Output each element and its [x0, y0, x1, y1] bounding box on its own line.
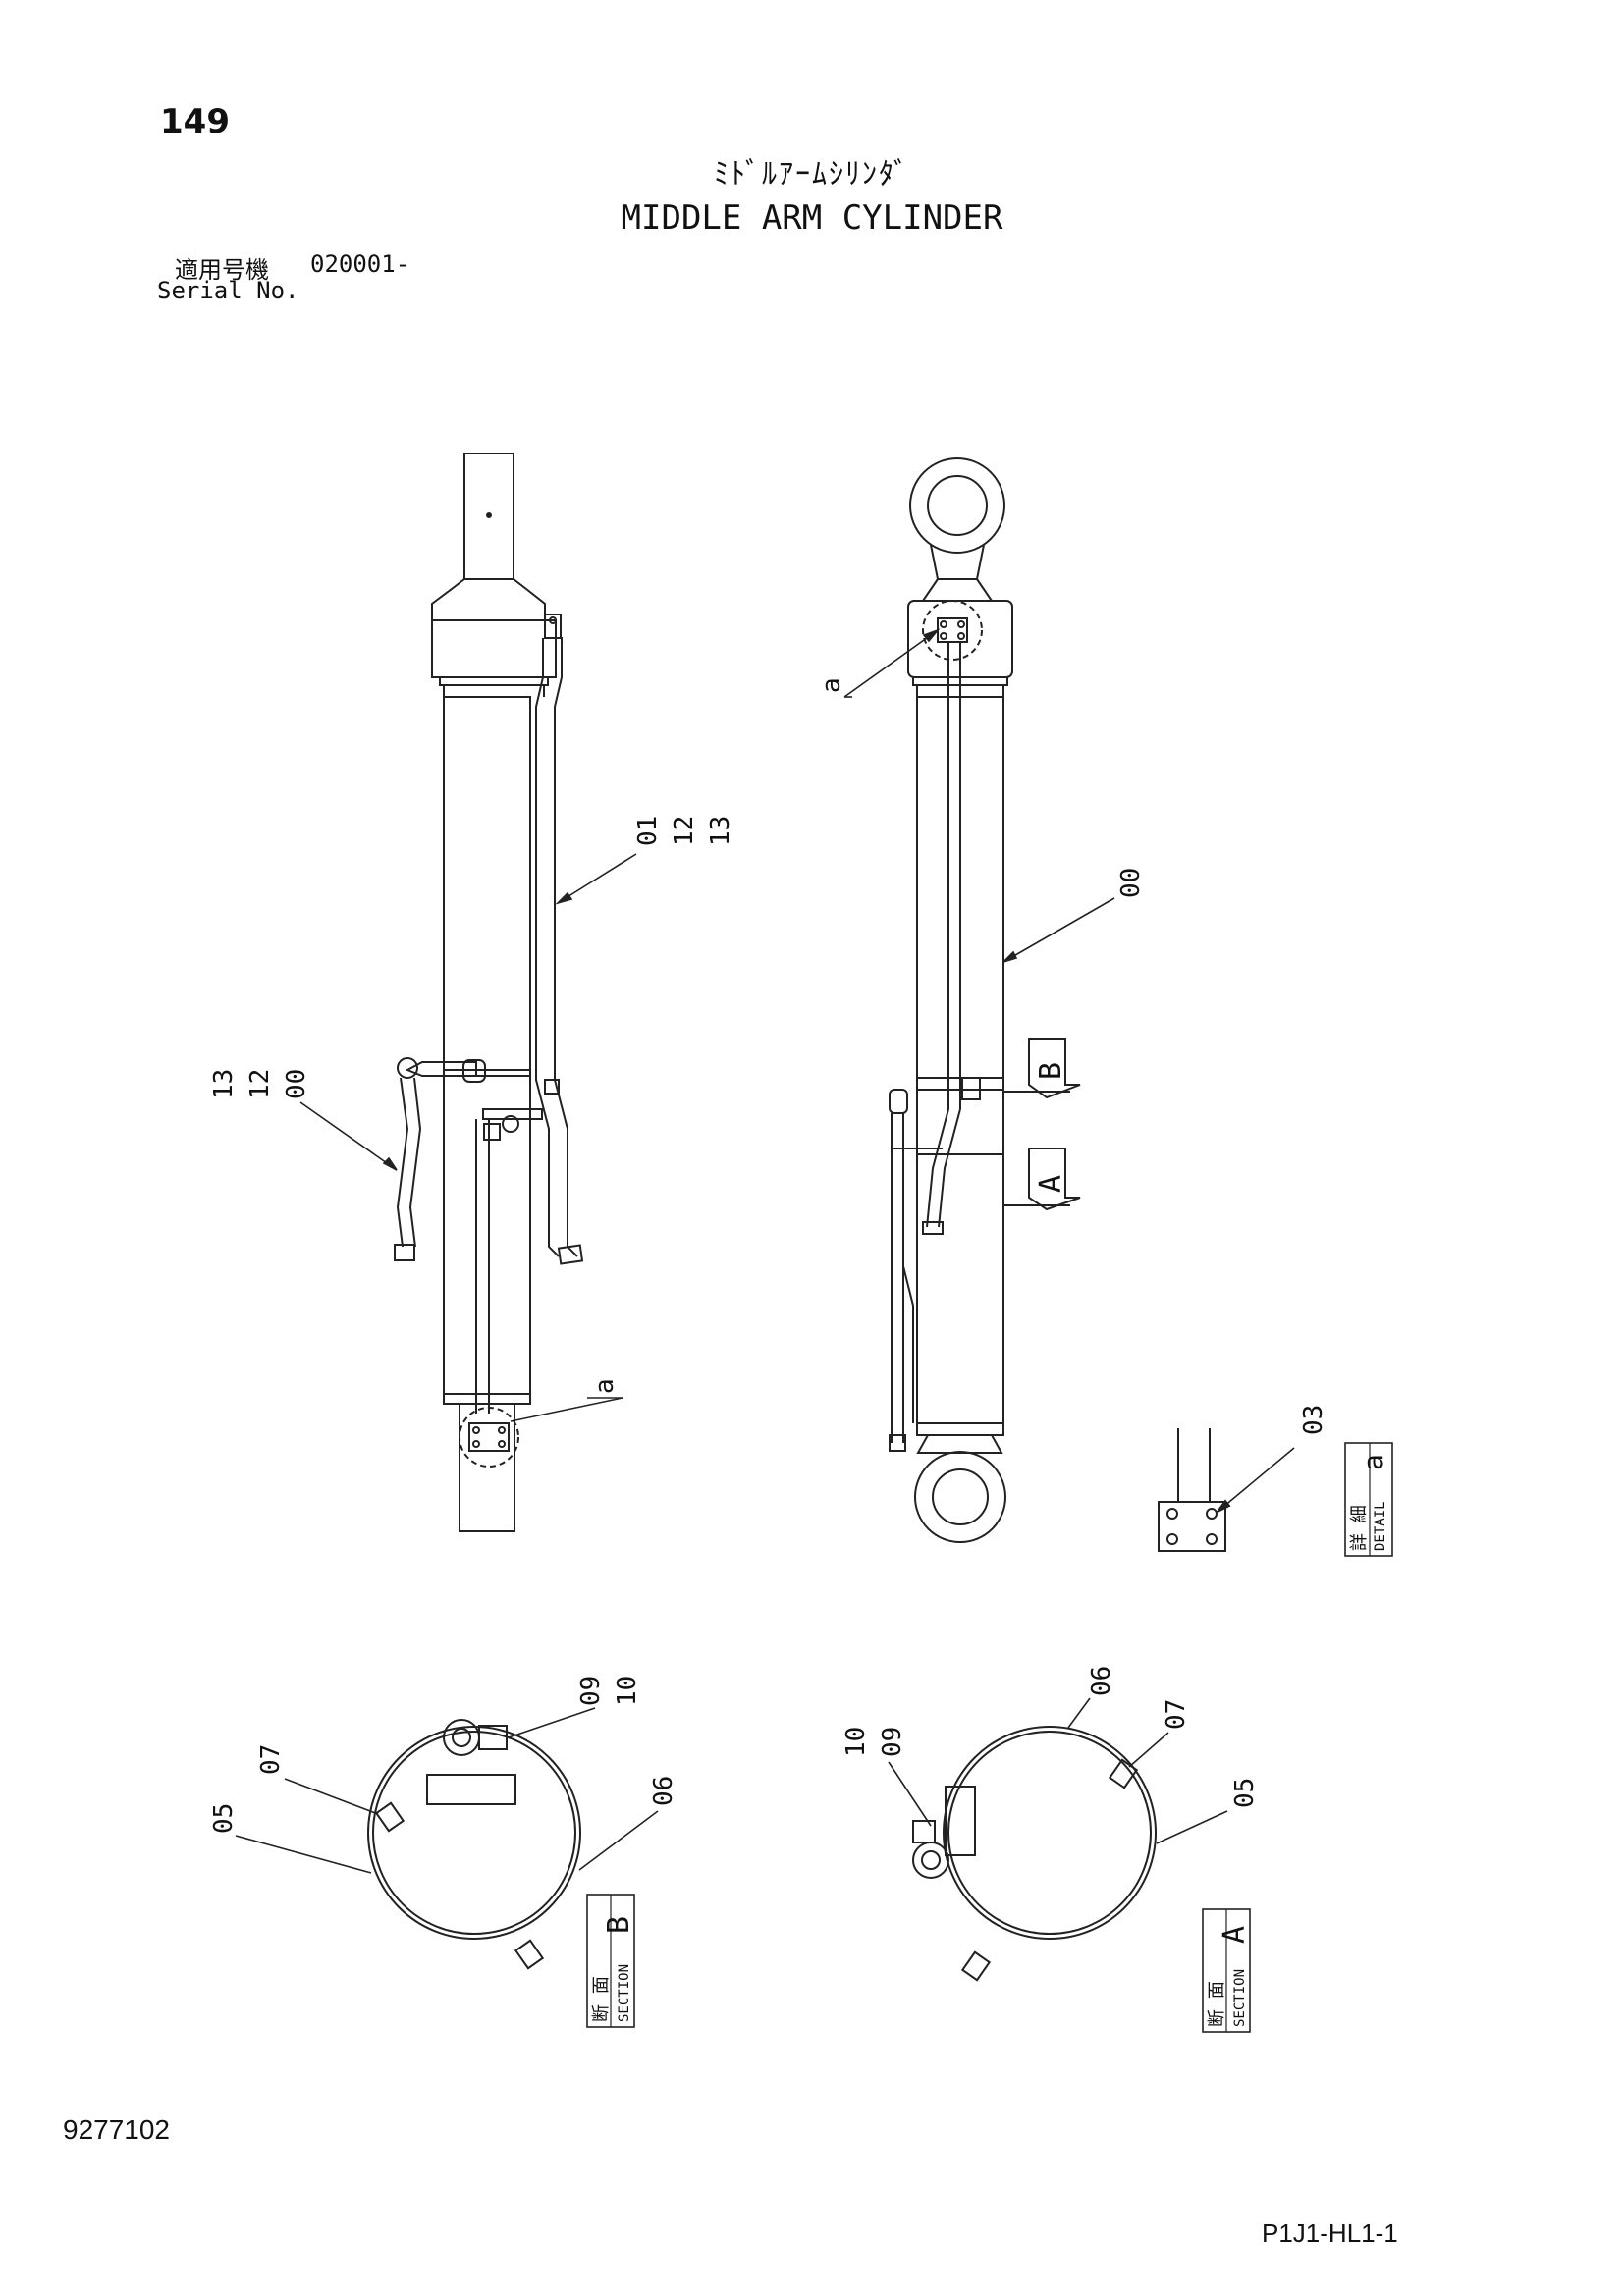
left-view-leaders: [299, 853, 637, 1422]
callout-01: 01: [633, 816, 663, 846]
document-number: 9277102: [63, 2114, 171, 2145]
section-a-label-jp: 断 面: [1207, 1981, 1227, 2027]
section-b-letter: B: [602, 1916, 636, 1934]
right-cylinder-view: [889, 457, 1013, 1543]
callout-00: 00: [1116, 868, 1146, 898]
detail-letter: a: [1357, 1454, 1389, 1470]
left-gland: [431, 619, 557, 678]
callout-09-a: 09: [878, 1727, 907, 1757]
detail-label-en: DETAIL: [1373, 1501, 1388, 1551]
right-rod-eye: [909, 457, 1005, 554]
callout-a-right: a: [817, 677, 846, 693]
detail-label-jp: 詳 細: [1349, 1505, 1370, 1551]
serial-label-japanese: 適用号機: [175, 256, 269, 284]
serial-value: 020001-: [310, 250, 410, 278]
section-a-view: [888, 1697, 1251, 2033]
callout-03: 03: [1299, 1405, 1328, 1435]
serial-label-english: Serial No.: [157, 277, 299, 304]
section-b-arrow-label: B: [1034, 1062, 1068, 1080]
section-b-label-jp: 断 面: [591, 1976, 612, 2022]
section-b-label-en: SECTION: [617, 1964, 632, 2022]
callout-labels: 01 12 13 13 12 00 a a 00 B A 03 詳 細 DETA…: [209, 677, 1389, 2027]
callout-07-b: 07: [256, 1744, 286, 1775]
left-cylinder-view: [394, 453, 584, 1532]
section-a-label-en: SECTION: [1232, 1969, 1248, 2027]
callout-12: 12: [670, 816, 699, 846]
title-japanese: ﾐﾄﾞﾙｱｰﾑｼﾘﾝﾀﾞ: [714, 157, 910, 191]
callout-12b: 12: [245, 1069, 275, 1099]
section-a-marker: [1003, 1148, 1081, 1211]
callout-06-b: 06: [649, 1776, 678, 1806]
callout-00b: 00: [282, 1069, 311, 1099]
callout-05-b: 05: [209, 1803, 239, 1834]
right-bottom-eye: [914, 1451, 1006, 1543]
section-a-tube: [943, 1726, 1157, 1940]
left-cylinder-bottom: [459, 1403, 515, 1532]
section-b-tube: [367, 1726, 581, 1940]
callout-13b: 13: [209, 1069, 239, 1099]
callout-13: 13: [706, 816, 735, 846]
section-b-view: [235, 1707, 659, 2028]
callout-10-b: 10: [613, 1676, 642, 1706]
page-number: 149: [160, 102, 230, 141]
left-hose-pipe: [554, 637, 578, 1257]
callout-07-a: 07: [1162, 1699, 1191, 1730]
title-english: MIDDLE ARM CYLINDER: [621, 198, 1003, 238]
section-b-marker: [1003, 1038, 1081, 1099]
section-a-arrow-label: A: [1034, 1175, 1068, 1193]
left-rod-head: [431, 578, 546, 621]
section-a-letter: A: [1218, 1926, 1252, 1944]
callout-06-a: 06: [1087, 1666, 1116, 1696]
detail-a-view: [1158, 1428, 1393, 1557]
callout-a-left: a: [590, 1378, 620, 1394]
right-view-leaders: [843, 628, 1115, 963]
left-cylinder-tube: [443, 696, 531, 1405]
callout-09-b: 09: [576, 1676, 606, 1706]
callout-10-a: 10: [841, 1727, 871, 1757]
callout-05-a: 05: [1230, 1778, 1260, 1808]
page-code: P1J1-HL1-1: [1262, 2218, 1398, 2248]
